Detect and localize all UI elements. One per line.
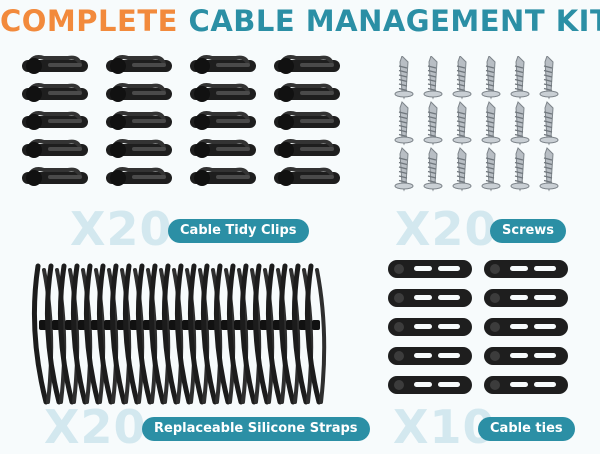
title-kit: CABLE MANAGEMENT KIT [188,4,600,38]
screw-icon [452,147,472,192]
cable-tie-icon [388,260,472,278]
cable-clip-icon [190,111,256,130]
cable-clip-icon [22,83,88,102]
cable-clip-icon [274,83,340,102]
cable-clip-icon [274,55,340,74]
cable-clip-icon [190,55,256,74]
cable-clip-icon [190,139,256,158]
cable-clip-icon [106,55,172,74]
cable-clip-icon [274,139,340,158]
screw-icon [394,101,414,146]
screws-label: Screws [490,219,567,243]
screw-icon [423,101,443,146]
cable-tie-icon [388,376,472,394]
cable-clip-icon [274,111,340,130]
clips-count: X20 [70,202,173,256]
cable-clip-icon [106,139,172,158]
cable-clip-icon [22,139,88,158]
straps-label: Replaceable Silicone Straps [142,417,370,441]
cable-clip-icon [190,167,256,186]
page-title: COMPLETE CABLE MANAGEMENT KIT [0,4,600,38]
cable-clips-illustration [22,55,340,186]
screw-icon [481,147,501,192]
screw-icon [539,101,559,146]
cable-tie-icon [388,289,472,307]
screws-illustration [394,56,559,192]
cable-tie-icon [484,347,568,365]
screw-icon [423,56,443,100]
screw-icon [510,147,530,192]
cable-tie-icon [484,318,568,336]
cable-clip-icon [190,83,256,102]
clips-label: Cable Tidy Clips [168,219,309,243]
screw-icon [394,147,414,192]
ties-count: X10 [393,400,496,454]
screw-icon [539,147,559,192]
screw-icon [510,56,530,100]
screw-icon [452,101,472,146]
cable-clip-icon [22,55,88,74]
cable-clip-icon [22,111,88,130]
screw-icon [394,56,414,100]
silicone-strap-icon [304,263,327,405]
title-complete: COMPLETE [0,4,178,38]
cable-tie-icon [388,318,472,336]
cable-tie-icon [484,376,568,394]
screw-icon [423,147,443,192]
screws-count: X20 [395,202,498,256]
cable-clip-icon [22,167,88,186]
ties-label: Cable ties [478,417,575,441]
cable-clip-icon [106,83,172,102]
cable-ties-illustration [388,260,568,394]
cable-clip-icon [106,167,172,186]
cable-tie-icon [388,347,472,365]
cable-clip-icon [106,111,172,130]
screw-icon [452,56,472,100]
straps-count: X20 [44,400,147,454]
screw-icon [481,101,501,146]
cable-clip-icon [274,167,340,186]
screw-icon [510,101,530,146]
cable-tie-icon [484,289,568,307]
silicone-straps-illustration [31,263,327,405]
screw-icon [539,56,559,100]
screw-icon [481,56,501,100]
cable-tie-icon [484,260,568,278]
